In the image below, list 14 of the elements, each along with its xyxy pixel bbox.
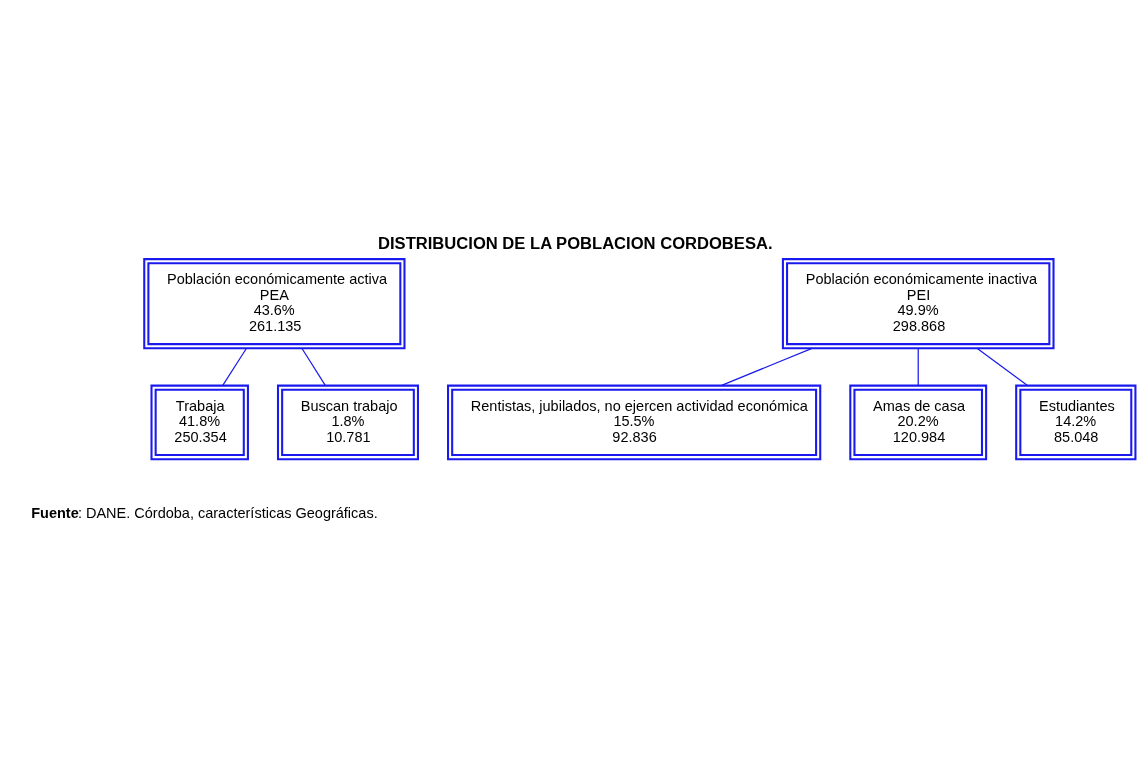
connector [917, 347, 919, 386]
diagram-title: DISTRIBUCION DE LA POBLACION CORDOBESA. [378, 233, 773, 253]
connector [976, 347, 1028, 386]
node-box: Población económicamente activa PEA 43.6% 261.135 [143, 257, 406, 349]
connector [222, 347, 247, 386]
node-box: Población económicamente inactiva PEI 49.9% 298.868 [781, 257, 1055, 349]
connector [721, 347, 813, 386]
node-box: Trabaja 41.8% 250.354 [150, 384, 249, 460]
node-box: Estudiantes 14.2% 85.048 [1015, 384, 1137, 460]
node-box: Buscan trabajo 1.8% 10.781 [276, 384, 419, 460]
node-box: Rentistas, jubilados, no ejercen actividad económica 15.5% 92.836 [447, 384, 822, 460]
node-box: Amas de casa 20.2% 120.984 [849, 384, 988, 460]
connector [301, 347, 326, 386]
caption: Fuente: DANE. Córdoba, características Geográficas. [31, 504, 378, 521]
